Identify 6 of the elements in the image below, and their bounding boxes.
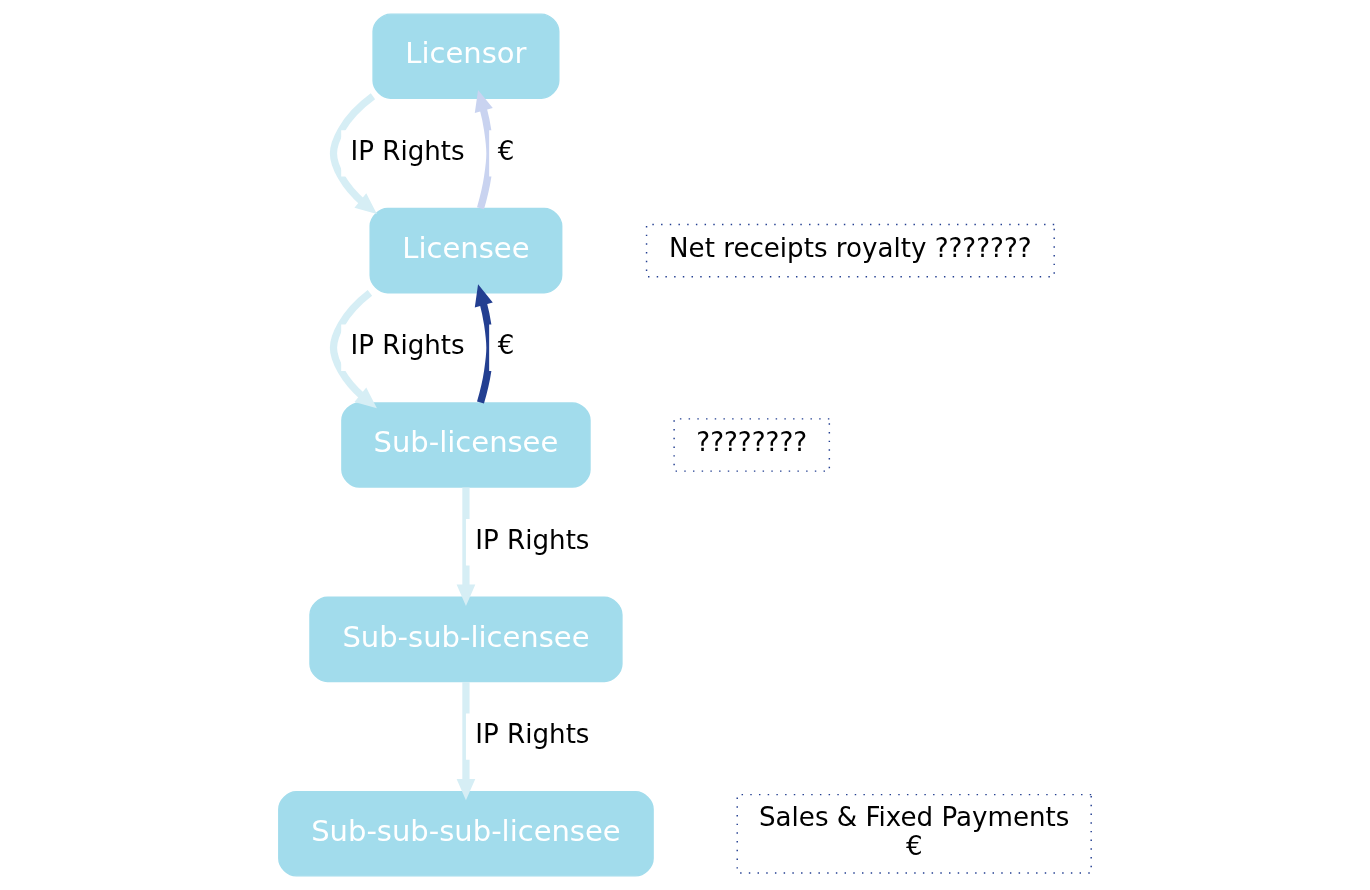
edge-label: IP Rights [475, 524, 590, 555]
edge-label: € [497, 135, 515, 166]
edge-label: IP Rights [350, 330, 465, 361]
edge-label: € [497, 330, 515, 361]
edge-label: IP Rights [475, 718, 590, 749]
edge-label: IP Rights [350, 135, 465, 166]
